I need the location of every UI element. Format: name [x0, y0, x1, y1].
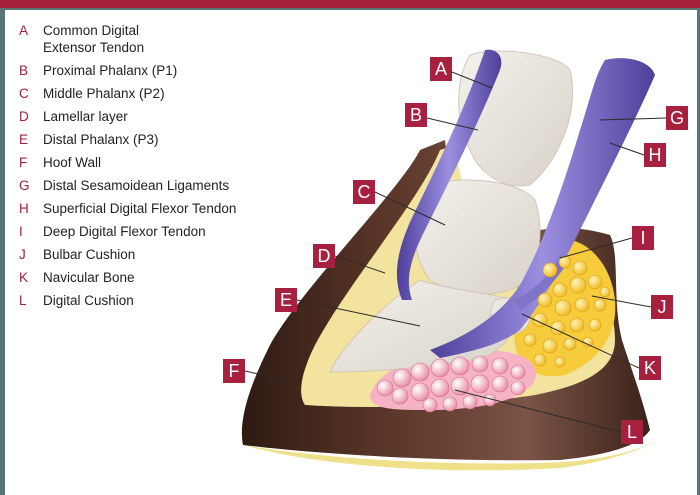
label-b: B	[405, 103, 427, 127]
label-c: C	[353, 180, 375, 204]
label-b-text: B	[410, 105, 422, 125]
label-f: F	[223, 359, 245, 383]
label-a-text: A	[435, 59, 447, 79]
label-i: I	[632, 226, 654, 250]
label-k-text: K	[644, 358, 656, 378]
label-d-text: D	[318, 246, 331, 266]
label-j-text: J	[658, 297, 667, 317]
label-k: K	[639, 356, 661, 380]
label-e-text: E	[280, 290, 292, 310]
label-g-text: G	[670, 108, 684, 128]
label-c-text: C	[358, 182, 371, 202]
label-i-text: I	[640, 228, 645, 248]
label-h: H	[644, 143, 666, 167]
label-e: E	[275, 288, 297, 312]
label-a: A	[430, 57, 452, 81]
label-g: G	[666, 106, 688, 130]
label-j: J	[651, 295, 673, 319]
label-l-text: L	[627, 422, 637, 442]
label-h-text: H	[649, 145, 662, 165]
label-f-text: F	[229, 361, 240, 381]
label-l: L	[621, 420, 643, 444]
label-d: D	[313, 244, 335, 268]
